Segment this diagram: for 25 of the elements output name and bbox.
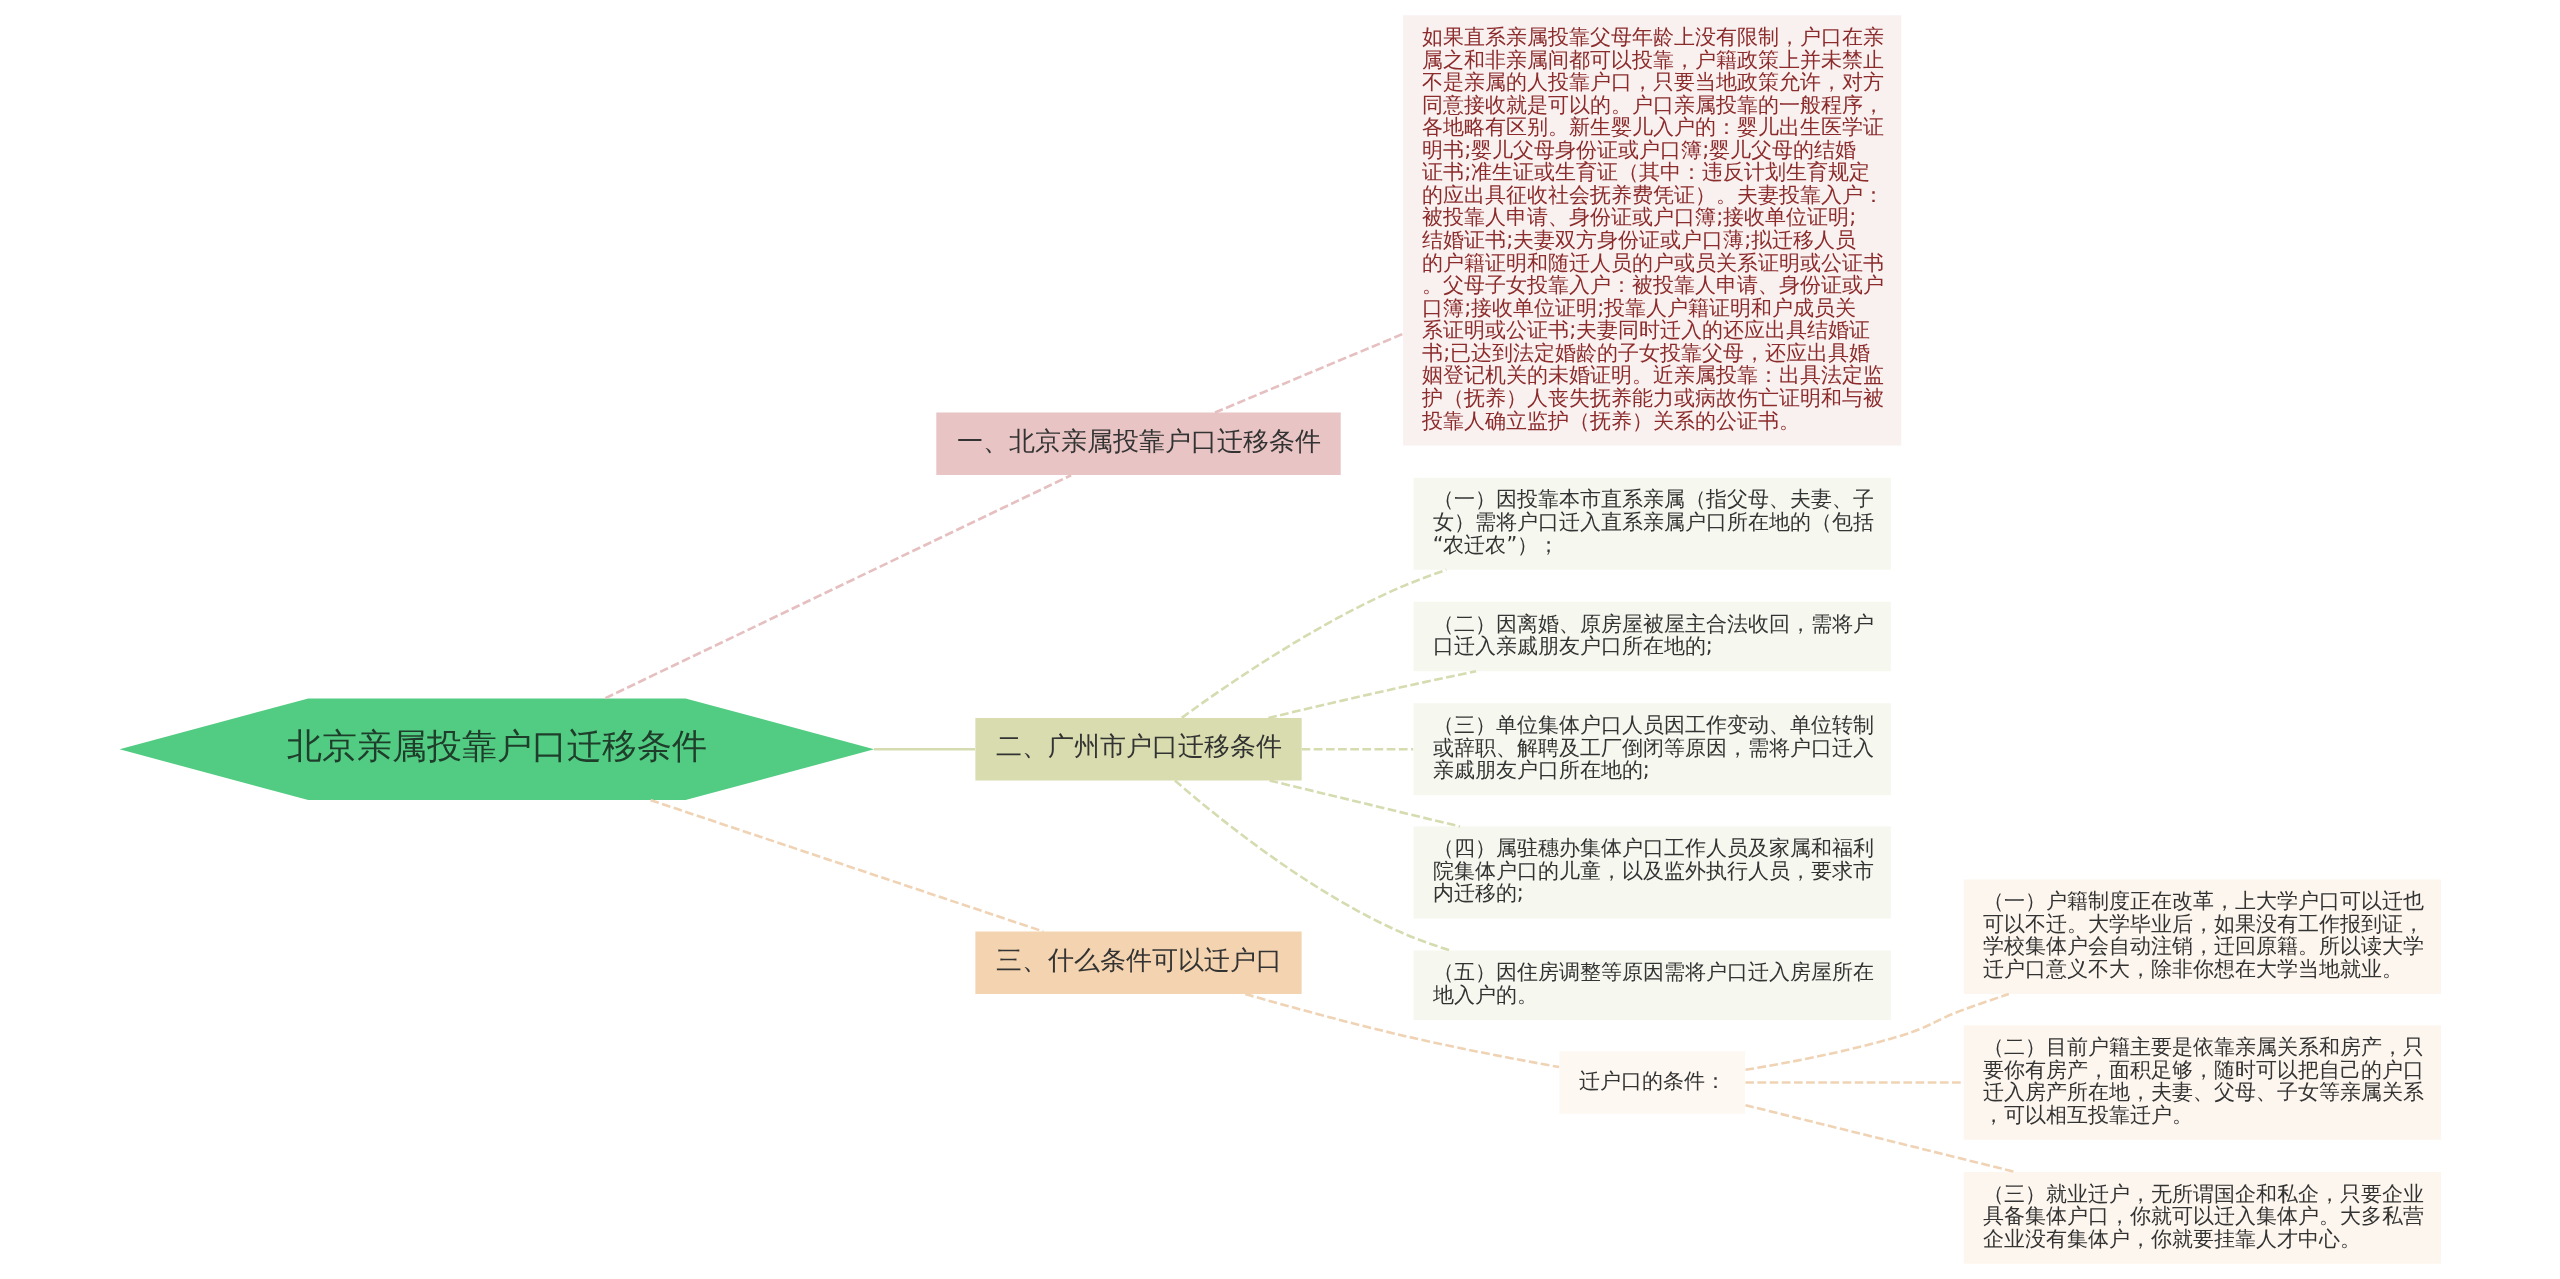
connector [1173,779,1451,952]
connector [1745,1081,1963,1084]
node-box: 一、北京亲属投靠户口迁移条件 [935,412,1341,476]
node-box: （三）单位集体户口人员因工作变动、单位转制或辞职、解聘及工厂倒闭等原因，需将户口迁入亲戚朋友户口所在地的; [1413,703,1891,796]
node-box: （三）就业迁户，无所谓国企和私企，只要企业具备集体户口，你就可以迁入集体户。大多私营企业没有集体户，你就要挂靠人才中心。 [1963,1171,2441,1264]
node-box: （一）户籍制度正在改革，上大学户口可以迁也可以不迁。大学毕业后，如果没有工作报到证，学校集体户会自动注销，迁回原籍。所以读大学迁户口意义不大，除非你想在大学当地就业。 [1963,879,2441,994]
connector [1301,747,1413,751]
node-box: （四）属驻穗办集体户口工作人员及家属和福利院集体户口的儿童，以及监外执行人员，要求市内迁移的; [1413,826,1891,919]
node-box: 如果直系亲属投靠父母年龄上没有限制，户口在亲属之和非亲属间都可以投靠，户籍政策上并未禁止不是亲属的人投靠户口，只要当地政策允许，对方同意接收就是可以的。户口亲属投靠的一般程序，各地略有区别。新生婴儿入户的：婴儿出生医学证明书;婴儿父母身份证或户口簿;婴儿父母的结婚证书;准生证或生育证（其中：违反计划生育规定的应出具征收社会抚养费凭证）。夫妻投靠入户：被投靠人申请、身份证或户口簿;接收单位证明;结婚证书;夫妻双方身份证或户口薄;拟迁移人员的户籍证明和随迁人员的户或员关系证明或公证书。父母子女投靠入户：被投靠人申请、身份证或户口簿;接收单位证明;投靠人户籍证明和户成员关系证明或公证书;夫妻同时迁入的还应出具结婚证书;已达到法定婚龄的子女投靠父母，还应出具婚姻登记机关的未婚证明。近亲属投靠：出具法定监护（抚养）人丧失抚养能力或病故伤亡证明和与被投靠人确立监护（抚养）关系的公证书。 [1402,15,1901,446]
node-box: （二）因离婚、原房屋被屋主合法收回，需将户口迁入亲戚朋友户口所在地的; [1413,601,1891,672]
connector [1267,669,1476,720]
connector [1744,1103,2015,1174]
connector [1244,992,1559,1069]
connector [873,747,975,751]
connector [1744,992,2009,1072]
node-box: 迁户口的条件： [1558,1051,1745,1114]
connector [1180,568,1447,719]
node-box: （一）因投靠本市直系亲属（指父母、夫妻、子女）需将户口迁入直系亲属户口所在地的（包括“农迁农”）； [1413,477,1891,570]
connector [1268,779,1460,828]
node-box: 三、什么条件可以迁户口 [974,931,1302,994]
connector [1213,332,1404,414]
connector [649,798,1044,933]
node-box: （五）因住房调整等原因需将户口迁入房屋所在地入户的。 [1413,950,1891,1020]
node-box: 二、广州市户口迁移条件 [974,718,1302,781]
connector [604,474,1072,700]
